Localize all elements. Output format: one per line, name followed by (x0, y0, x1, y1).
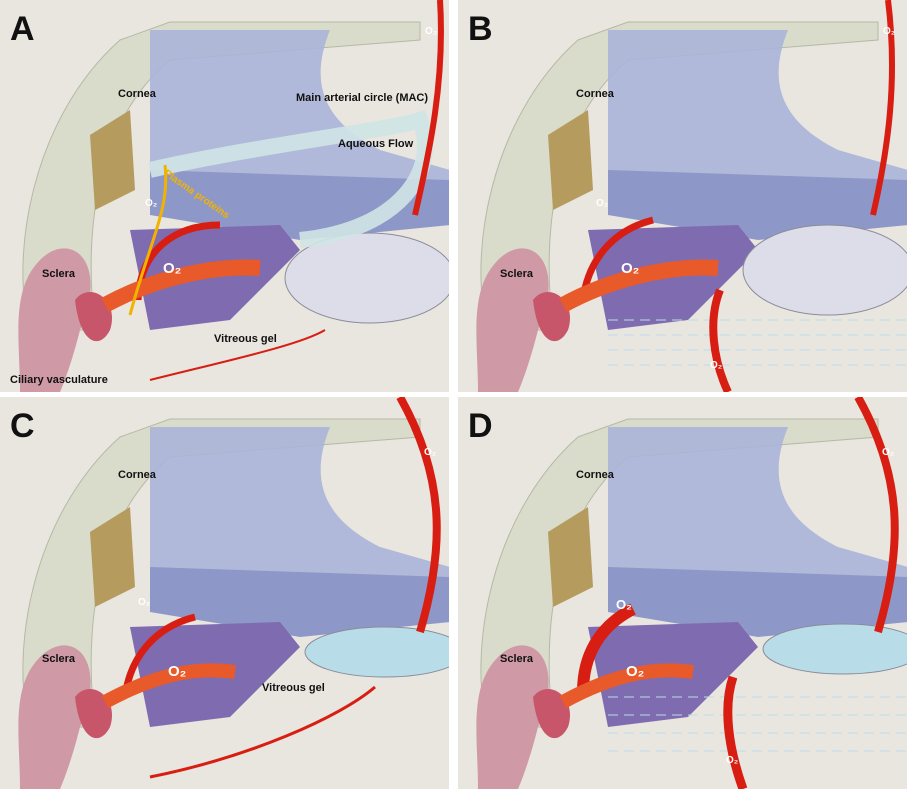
o2-vitreous-arrow (713, 290, 728, 392)
aqueous-flow-label: Aqueous Flow (338, 138, 413, 150)
o2-small-label: O₂ (145, 198, 157, 209)
lens-cataract (305, 627, 449, 677)
panel-letter: D (468, 409, 493, 443)
panel-d-illustration (458, 397, 907, 789)
o2-large-label: O₂ (621, 260, 639, 277)
sclera-label: Sclera (42, 268, 75, 280)
lens (743, 225, 907, 315)
sclera-label: Sclera (500, 268, 533, 280)
o2-vitreous-label: O₂ (710, 360, 722, 371)
o2-large-label: O₂ (168, 663, 186, 680)
o2-up-label: O₂ (616, 597, 632, 612)
panel-a: A Cornea Main arterial circle (MAC) Aque… (0, 0, 449, 392)
sclera-label: Sclera (42, 653, 75, 665)
panel-c-illustration (0, 397, 449, 789)
panel-letter: C (10, 409, 35, 443)
cornea-label: Cornea (576, 469, 614, 481)
o2-lens-label: O₂ (425, 26, 437, 37)
panel-letter: B (468, 12, 493, 46)
panel-b-illustration (458, 0, 907, 392)
ciliary-vasculature-label: Ciliary vasculature (10, 374, 108, 386)
panel-letter: A (10, 12, 35, 46)
cornea-label: Cornea (118, 469, 156, 481)
vitreous-gel-label: Vitreous gel (262, 682, 325, 694)
o2-large-label: O₂ (626, 663, 644, 680)
panel-d: D Cornea Sclera O₂ O₂ O₂ O₂ (458, 397, 907, 789)
sclera-label: Sclera (500, 653, 533, 665)
mac-label: Main arterial circle (MAC) (296, 92, 428, 104)
o2-lens-label: O₂ (883, 26, 895, 37)
panel-c: C Cornea Sclera Vitreous gel O₂ O₂ O₂ (0, 397, 449, 789)
o2-large-label: O₂ (163, 260, 181, 277)
panel-b: B Cornea Sclera O₂ O₂ O₂ O₂ (458, 0, 907, 392)
o2-lens-label: O₂ (424, 447, 436, 458)
o2-vitreous-label: O₂ (726, 755, 738, 766)
o2-lens-label: O₂ (882, 447, 894, 458)
vitreous-gel-label: Vitreous gel (214, 333, 277, 345)
o2-small-label: O₂ (138, 597, 150, 608)
cornea-label: Cornea (576, 88, 614, 100)
lens-cataract (763, 624, 907, 674)
liquefied-vitreous-lines (608, 320, 907, 365)
cornea-label: Cornea (118, 88, 156, 100)
o2-small-label: O₂ (596, 198, 608, 209)
